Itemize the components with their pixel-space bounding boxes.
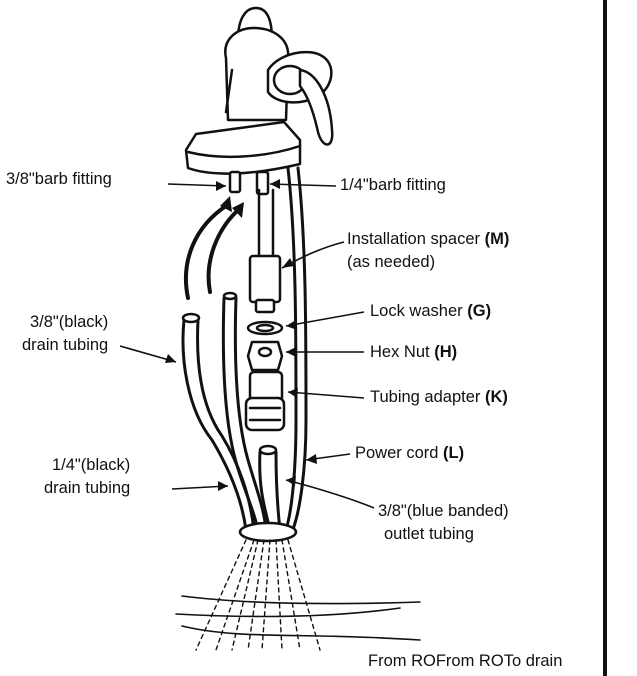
label-tubing-adapter: Tubing adapter (K)	[370, 388, 508, 406]
label-drain-tubing-14: 1/4"(black)	[52, 456, 131, 474]
label-hex-nut: Hex Nut (H)	[370, 343, 458, 361]
divider-line	[603, 0, 607, 676]
label-to-drain: To drain	[503, 652, 563, 670]
bottom-labels: From ROFrom ROTo drain	[368, 652, 562, 671]
label-barb-fitting-14: 1/4"barb fitting	[340, 176, 446, 194]
insertion-arrows	[183, 204, 238, 300]
label-lock-washer: Lock washer (G)	[370, 302, 492, 320]
label-drain-tubing-14-line2: drain tubing	[44, 479, 131, 497]
leader-lock-washer	[285, 311, 365, 327]
insertion-arrow-left	[183, 204, 228, 300]
label-drain-tubing-38-line2: drain tubing	[22, 336, 109, 354]
label-barb-fitting-38: 3/8"barb fitting	[6, 170, 112, 188]
faucet-illustration	[175, 6, 421, 651]
label-outlet-tubing: 3/8"(blue banded)	[378, 502, 509, 520]
label-installation-spacer-note: (as needed)	[347, 253, 436, 271]
label-from-ro-1: From RO	[368, 652, 436, 670]
label-from-ro-2: From RO	[435, 652, 504, 670]
label-power-cord: Power cord (L)	[355, 444, 465, 462]
label-outlet-tubing-line2: outlet tubing	[384, 525, 474, 543]
insertion-arrowheads	[220, 196, 244, 218]
leader-tubing-adapter	[287, 391, 365, 399]
label-drain-tubing-38: 3/8"(black)	[30, 313, 109, 331]
arrowheads	[165, 179, 317, 491]
label-installation-spacer: Installation spacer (M)	[347, 230, 510, 248]
insertion-arrow-right	[206, 210, 238, 294]
leader-barb-14	[269, 183, 337, 187]
